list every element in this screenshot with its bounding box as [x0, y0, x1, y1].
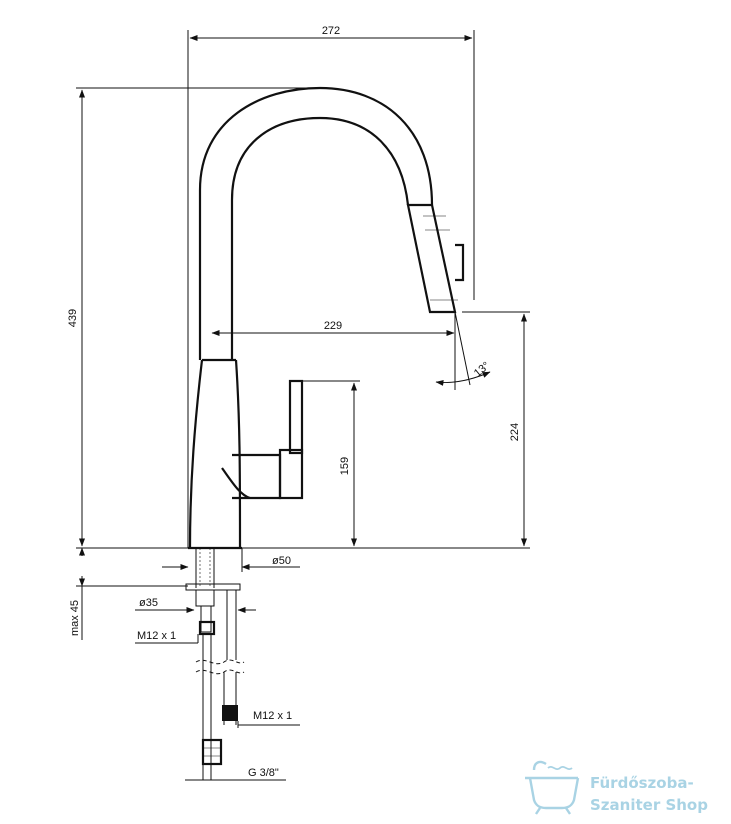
dim-thread-lower: M12 x 1: [253, 710, 292, 722]
dim-connection: G 3/8": [248, 767, 279, 779]
watermark-line1: Fürdőszoba-: [590, 774, 694, 792]
watermark-line2: Szaniter Shop: [590, 796, 708, 814]
dim-spout-height: 224: [509, 423, 521, 441]
dim-width-total: 272: [322, 25, 340, 37]
faucet-outline: [188, 86, 465, 550]
dim-height-total: 439: [67, 309, 79, 327]
mounting-parts: [185, 548, 245, 780]
watermark: Fürdőszoba- Szaniter Shop: [525, 760, 708, 815]
dim-hole-diameter: ø35: [139, 597, 158, 609]
dim-spray-angle: 13°: [472, 360, 492, 380]
dim-max-thickness: max 45: [69, 600, 81, 636]
dim-reach: 229: [324, 320, 342, 332]
dim-thread-upper: M12 x 1: [137, 630, 176, 642]
dim-base-diameter: ø50: [272, 555, 291, 567]
dim-handle-height: 159: [339, 457, 351, 475]
dimension-labels: 272 439 229 13° 224 159 ø50 ø35 max 45 M…: [67, 25, 521, 779]
dimension-lines: [76, 30, 530, 781]
bathtub-icon: [525, 760, 580, 815]
